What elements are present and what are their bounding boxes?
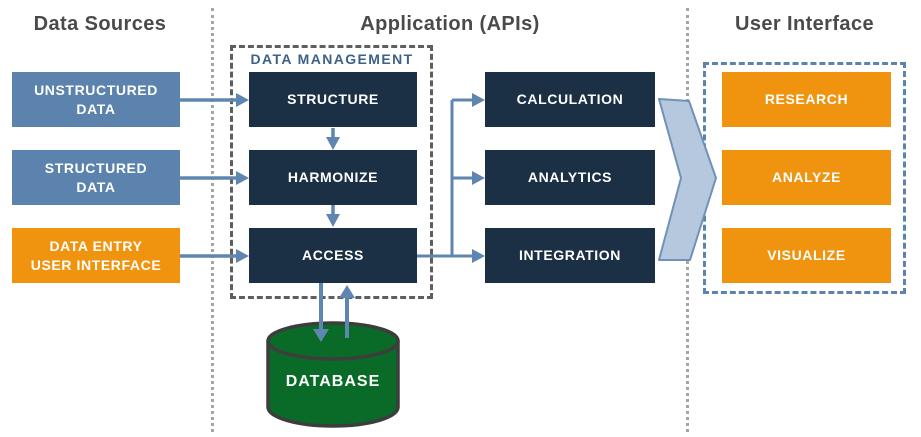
data-management-label: DATA MANAGEMENT [250,51,414,67]
ui-box-research: RESEARCH [722,72,891,127]
source-box-structured-data: STRUCTURED DATA [12,150,180,205]
arrowhead-analytics [472,171,485,185]
ui-box-visualize: VISUALIZE [722,228,891,283]
arrowhead-calculation [472,93,485,107]
source-box-unstructured-data: UNSTRUCTURED DATA [12,72,180,127]
source-box-data-entry-ui: DATA ENTRY USER INTERFACE [12,228,180,283]
api-box-integration: INTEGRATION [485,228,655,283]
ui-box-analyze: ANALYZE [722,150,891,205]
api-box-calculation: CALCULATION [485,72,655,127]
section-title-user-interface: User Interface [735,13,874,35]
arrowhead-to-database [313,329,329,342]
step-box-harmonize: HARMONIZE [249,150,417,205]
database-label: DATABASE [285,373,381,390]
arrowhead-integration [472,249,485,263]
step-box-structure: STRUCTURE [249,72,417,127]
step-box-access: ACCESS [249,228,417,283]
api-box-analytics: ANALYTICS [485,150,655,205]
section-title-data-sources: Data Sources [33,13,167,35]
section-title-application: Application (APIs) [360,13,540,35]
data-management-frame [230,45,433,299]
separator-application-ui [686,8,689,432]
database-cylinder-top [266,321,400,361]
separator-sources-application [211,8,214,432]
